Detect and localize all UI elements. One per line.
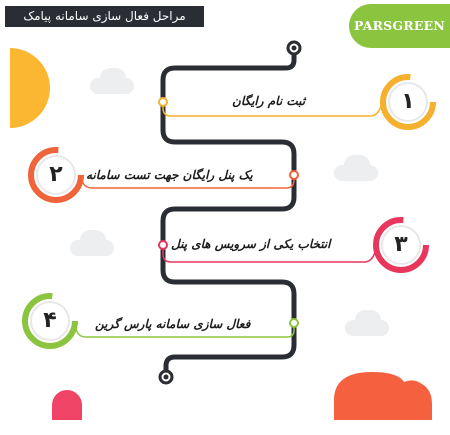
road-end-dot-inner	[163, 374, 169, 380]
step-3-label: انتخاب یکی از سرویس های پنل	[171, 237, 331, 251]
step-1-number: ۱	[401, 89, 415, 114]
road-path	[160, 45, 297, 379]
cloud-2	[334, 155, 378, 181]
step-1-marker	[158, 74, 436, 130]
step-1-label: ثبت نام رایگان	[232, 94, 306, 108]
step-3-marker	[158, 217, 429, 273]
orange-blob	[334, 372, 432, 420]
brand-logo: PARSGREEN	[349, 4, 450, 48]
cloud-4	[345, 310, 389, 336]
yellow-half-circle	[10, 48, 50, 128]
step-3-number: ۳	[394, 232, 408, 257]
cloud-3	[70, 230, 114, 256]
step-4-marker	[22, 293, 299, 349]
step-2-marker	[28, 147, 299, 203]
brand-name: PARSGREEN	[354, 18, 445, 33]
step-4-number: ۴	[43, 308, 57, 333]
pink-half-circle	[52, 390, 82, 420]
road-start-dot-inner	[291, 45, 297, 51]
step-2-number: ۲	[49, 162, 63, 187]
cloud-1	[90, 68, 134, 94]
step-2-label: یک پنل رایگان جهت تست سامانه	[86, 168, 253, 182]
step-4-label: فعال سازی سامانه پارس گرین	[95, 317, 251, 331]
page-title: مراحل فعال سازی سامانه پیامک	[5, 6, 204, 27]
